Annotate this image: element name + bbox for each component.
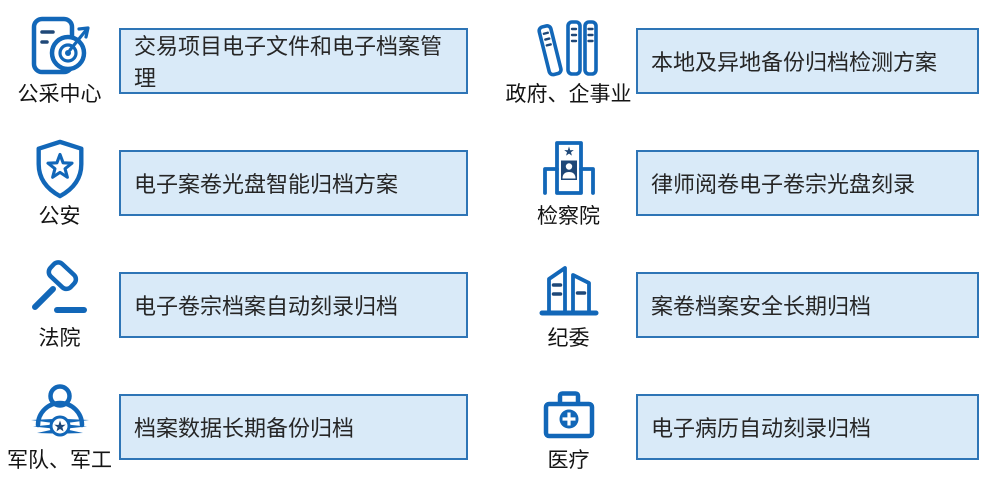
solution-text: 交易项目电子文件和电子档案管理	[134, 34, 443, 91]
sector-icon-block: 公安	[0, 137, 119, 229]
soldier-star-icon	[26, 381, 94, 445]
sector-cell-court: 法院 电子卷宗档案自动刻录归档	[0, 244, 493, 366]
building-person-icon	[537, 137, 601, 201]
sector-label: 医疗	[547, 448, 590, 472]
solution-box: 本地及异地备份归档检测方案	[636, 28, 979, 94]
solution-text: 律师阅卷电子卷宗光盘刻录	[651, 172, 916, 197]
sector-cell-police: 公安 电子案卷光盘智能归档方案	[0, 122, 493, 244]
sector-label: 公采中心	[17, 82, 102, 106]
gavel-icon	[28, 259, 92, 323]
sector-label: 军队、军工	[7, 448, 112, 472]
sector-label: 政府、企事业	[505, 82, 632, 106]
solution-text: 本地及异地备份归档检测方案	[651, 50, 938, 75]
sector-cell-government: 政府、企事业 本地及异地备份归档检测方案	[493, 0, 986, 122]
solution-box: 档案数据长期备份归档	[119, 394, 468, 460]
solution-box: 交易项目电子文件和电子档案管理	[119, 28, 468, 94]
solution-text: 电子卷宗档案自动刻录归档	[134, 294, 399, 319]
sector-icon-block: 纪委	[493, 259, 636, 351]
sector-cell-medical: 医疗 电子病历自动刻录归档	[493, 366, 986, 488]
sector-icon-block: 政府、企事业	[493, 15, 636, 107]
sector-label: 检察院	[537, 204, 600, 228]
sector-cell-military: 军队、军工 档案数据长期备份归档	[0, 366, 493, 488]
sector-icon-block: 公采中心	[0, 15, 119, 107]
solution-text: 案卷档案安全长期归档	[651, 294, 872, 319]
sector-icon-block: 检察院	[493, 137, 636, 229]
solution-box: 电子案卷光盘智能归档方案	[119, 150, 468, 216]
solution-text: 档案数据长期备份归档	[134, 416, 355, 441]
archive-books-icon	[536, 15, 601, 79]
solution-box: 案卷档案安全长期归档	[636, 272, 979, 338]
sector-cell-procuratorate: 检察院 律师阅卷电子卷宗光盘刻录	[493, 122, 986, 244]
medical-bag-icon	[537, 381, 601, 445]
solution-text: 电子案卷光盘智能归档方案	[134, 172, 399, 197]
sector-cell-procurement: 公采中心 交易项目电子文件和电子档案管理	[0, 0, 493, 122]
solution-box: 电子卷宗档案自动刻录归档	[119, 272, 468, 338]
sector-label: 公安	[38, 204, 81, 228]
sector-icon-block: 军队、军工	[0, 381, 119, 473]
solution-text: 电子病历自动刻录归档	[651, 416, 872, 441]
sector-icon-block: 法院	[0, 259, 119, 351]
sector-label: 纪委	[547, 326, 590, 350]
solution-box: 律师阅卷电子卷宗光盘刻录	[636, 150, 979, 216]
clipboard-target-icon	[26, 15, 94, 79]
solution-box: 电子病历自动刻录归档	[636, 394, 979, 460]
sector-label: 法院	[38, 326, 81, 350]
sector-icon-block: 医疗	[493, 381, 636, 473]
shield-star-icon	[28, 137, 92, 201]
sector-cell-discipline: 纪委 案卷档案安全长期归档	[493, 244, 986, 366]
buildings-icon	[537, 259, 601, 323]
